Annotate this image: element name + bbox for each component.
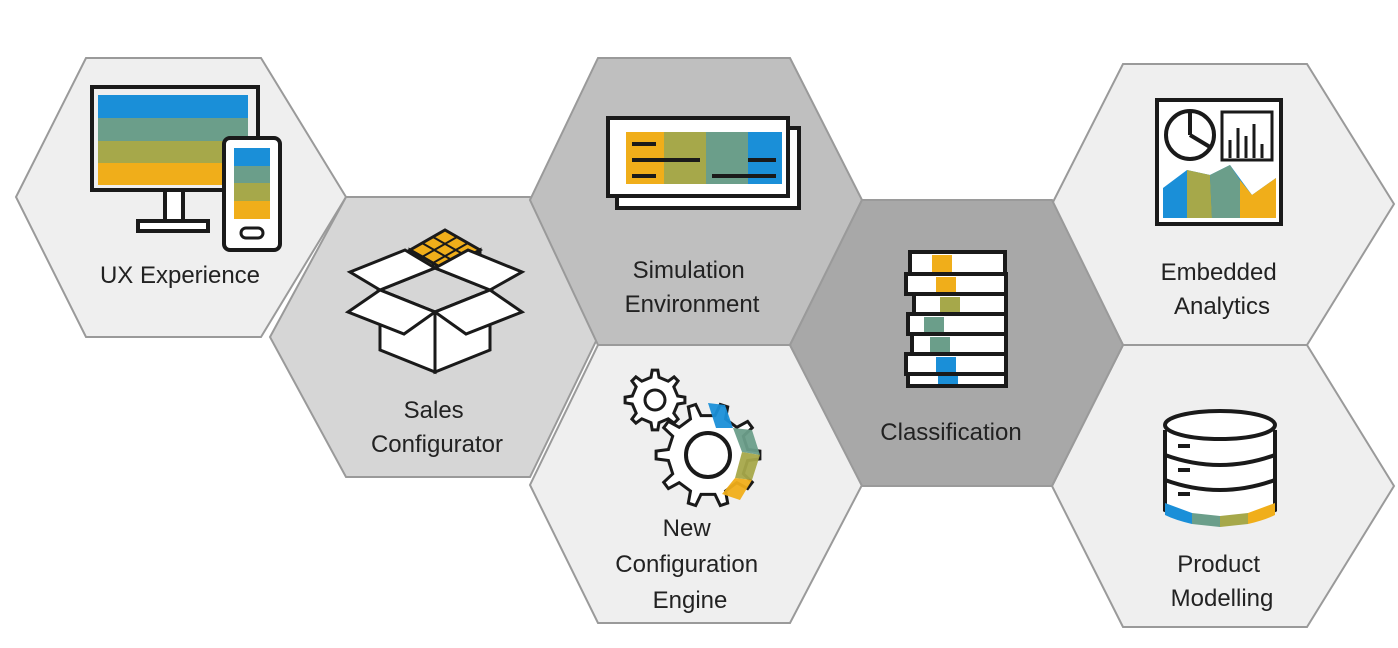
stacked-books-icon: [904, 250, 1008, 388]
window-with-bands-icon: [606, 116, 801, 210]
label-analytics: Embedded Analytics: [1161, 259, 1284, 320]
small-gear-icon: [623, 368, 687, 432]
label-modelling: Product Modelling: [1171, 551, 1274, 612]
box-with-cube-icon: [344, 228, 526, 375]
database-icon: [1163, 409, 1277, 527]
label-simulation: Simulation Environment: [625, 257, 760, 318]
monitor-and-phone-icon: [90, 85, 282, 252]
label-sales: Sales Configurator: [371, 397, 503, 458]
gears-icon: [623, 368, 762, 508]
dashboard-charts-icon: [1155, 98, 1283, 226]
large-gear-icon: [654, 402, 762, 508]
label-classification: Classification: [880, 419, 1021, 446]
label-engine: New Configuration Engine: [615, 515, 764, 614]
label-ux: UX Experience: [100, 262, 260, 289]
